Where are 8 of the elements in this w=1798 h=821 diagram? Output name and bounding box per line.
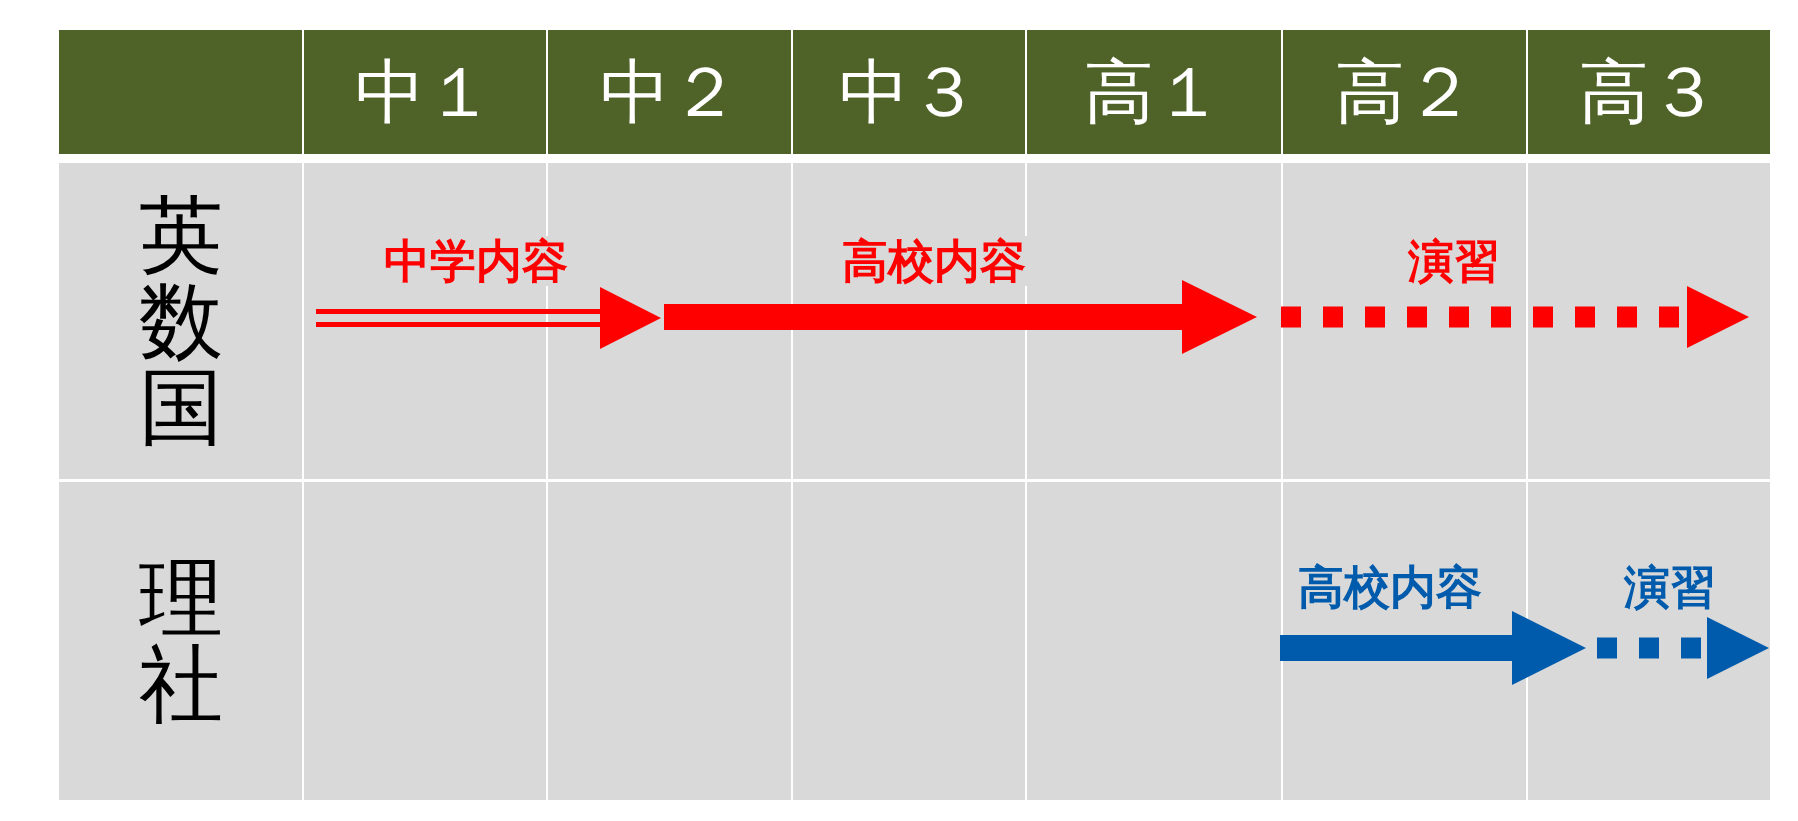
column-heading: 高２: [1334, 57, 1475, 127]
column-heading: 中２: [599, 57, 740, 127]
column-heading: 高１: [1084, 57, 1224, 127]
column-heading: 中３: [839, 57, 979, 127]
row-heading: 英数国: [138, 192, 223, 450]
row-heading: 理社: [138, 555, 223, 727]
column-heading: 高３: [1579, 57, 1719, 127]
column-heading: 中１: [355, 57, 495, 127]
